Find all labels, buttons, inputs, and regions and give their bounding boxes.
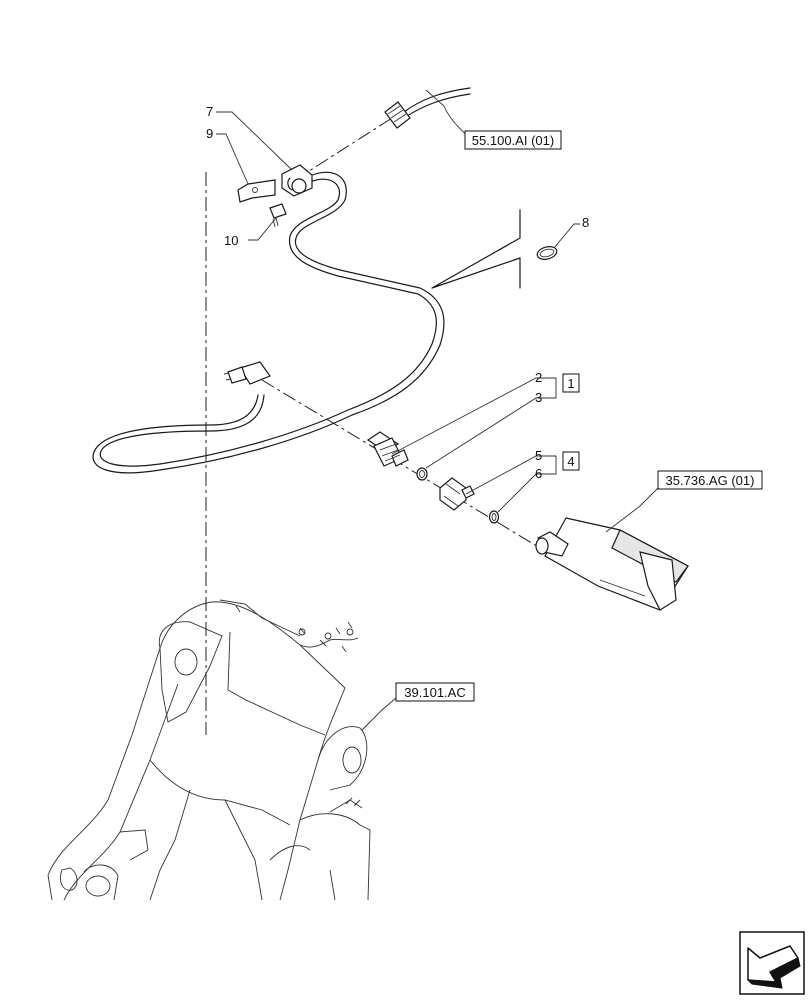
callout-8: 8: [582, 215, 589, 230]
sensor-parts: [366, 431, 500, 524]
callout-2: 2: [535, 370, 542, 385]
kit-box-4: 4: [562, 451, 580, 471]
callout-3: 3: [535, 390, 542, 405]
alignment-lines: [205, 117, 541, 735]
loader-frame: [47, 599, 371, 901]
ref-box-harness[interactable]: 55.100.AI (01): [464, 130, 562, 150]
detail-leader: [431, 209, 521, 289]
callout-5: 5: [535, 448, 542, 463]
ref-label-harness: 55.100.AI (01): [472, 133, 554, 148]
next-page-arrow-icon[interactable]: [739, 931, 805, 995]
callout-10: 10: [224, 233, 238, 248]
callout-7: 7: [206, 104, 213, 119]
ref-label-valve: 35.736.AG (01): [666, 473, 755, 488]
leader-lines: [216, 89, 661, 731]
o-ring-8: [536, 246, 558, 260]
ref-box-frame[interactable]: 39.101.AC: [395, 682, 475, 702]
wire-harness: [92, 87, 471, 474]
ref-label-frame: 39.101.AC: [404, 685, 465, 700]
valve-block: [535, 517, 689, 611]
callout-6: 6: [535, 466, 542, 481]
kit-box-1: 1: [562, 373, 580, 393]
kit-label-1: 1: [567, 376, 574, 391]
kit-label-4: 4: [567, 454, 574, 469]
callout-9: 9: [206, 126, 213, 141]
ref-box-valve[interactable]: 35.736.AG (01): [657, 470, 763, 490]
clamp-and-bracket: [237, 164, 313, 228]
